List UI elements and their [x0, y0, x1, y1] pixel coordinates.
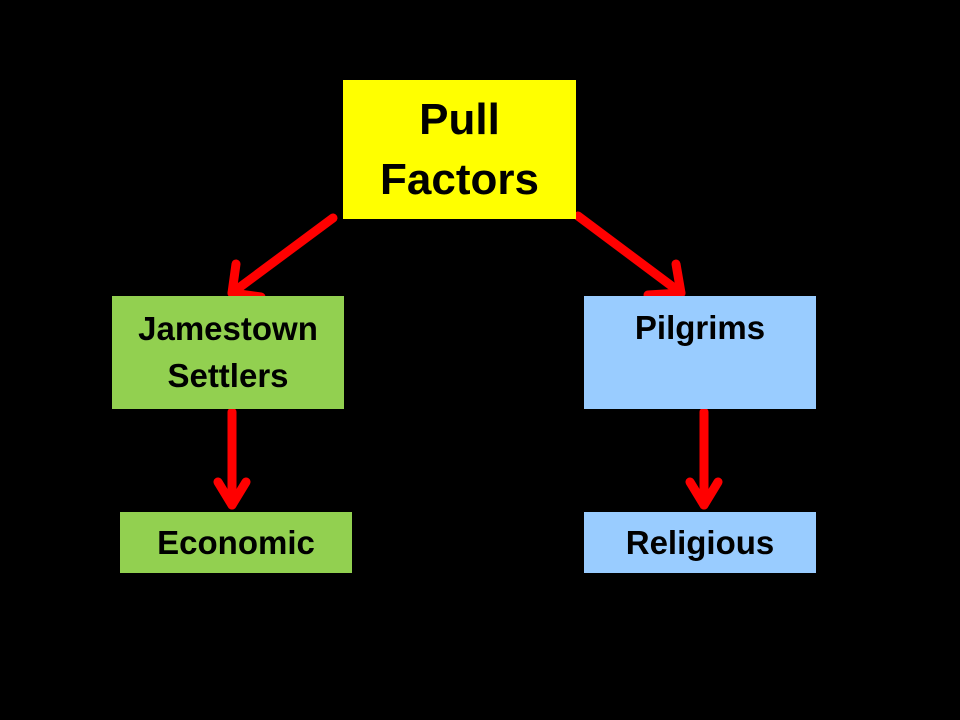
jamestown-settlers-label: Jamestown Settlers	[138, 310, 318, 394]
economic-box: Economic	[120, 512, 352, 573]
religious-box: Religious	[584, 512, 816, 573]
arrow-root-to-pilgrims	[573, 211, 686, 300]
arrow-pilgrims-to-religious	[685, 407, 723, 510]
pilgrims-box: Pilgrims	[584, 296, 816, 409]
pilgrims-label: Pilgrims	[634, 309, 766, 346]
arrow-jamestown-to-economic	[213, 407, 251, 510]
economic-label: Economic	[157, 523, 315, 561]
pull-factors-box: Pull Factors	[343, 80, 576, 219]
pull-factors-label: Pull Factors	[380, 95, 539, 204]
religious-label: Religious	[625, 523, 775, 561]
jamestown-settlers-box: Jamestown Settlers	[112, 296, 344, 409]
arrow-root-to-jamestown	[227, 213, 338, 302]
